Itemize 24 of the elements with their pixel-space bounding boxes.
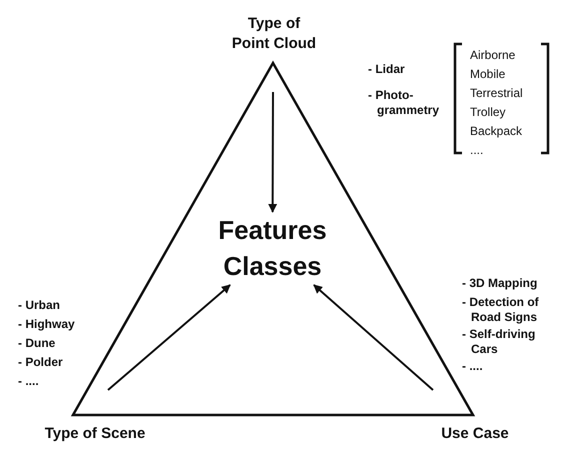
list-item: - .... [462, 359, 484, 374]
arrow [107, 284, 231, 391]
list-item: - Detection of Road Signs [462, 295, 540, 325]
list-item: - Highway [18, 317, 76, 332]
list-item: Airborne [470, 48, 516, 63]
list-item: Terrestrial [470, 86, 523, 101]
list-item: - Urban [18, 298, 61, 313]
list-item: .... [470, 143, 484, 158]
arrow [268, 92, 278, 213]
corner-heading: Type of Scene [44, 424, 146, 444]
arrow [313, 284, 434, 391]
list-item: - Dune [18, 336, 56, 351]
corner-heading: Use Case [440, 424, 510, 444]
list-item: - Self-driving Cars [462, 327, 536, 357]
corner-heading: Type of Point Cloud [230, 14, 318, 54]
list-item: - .... [18, 374, 40, 389]
corner-heading: Features Classes [217, 214, 328, 284]
list-item: - 3D Mapping [462, 276, 538, 291]
list-item: - Lidar [368, 62, 406, 77]
list-item: Mobile [470, 67, 506, 82]
list-item: - Polder [18, 355, 64, 370]
list-item: Trolley [470, 105, 506, 120]
list-item: Backpack [470, 124, 522, 139]
list-item: - Photo-grammetry [368, 88, 440, 118]
